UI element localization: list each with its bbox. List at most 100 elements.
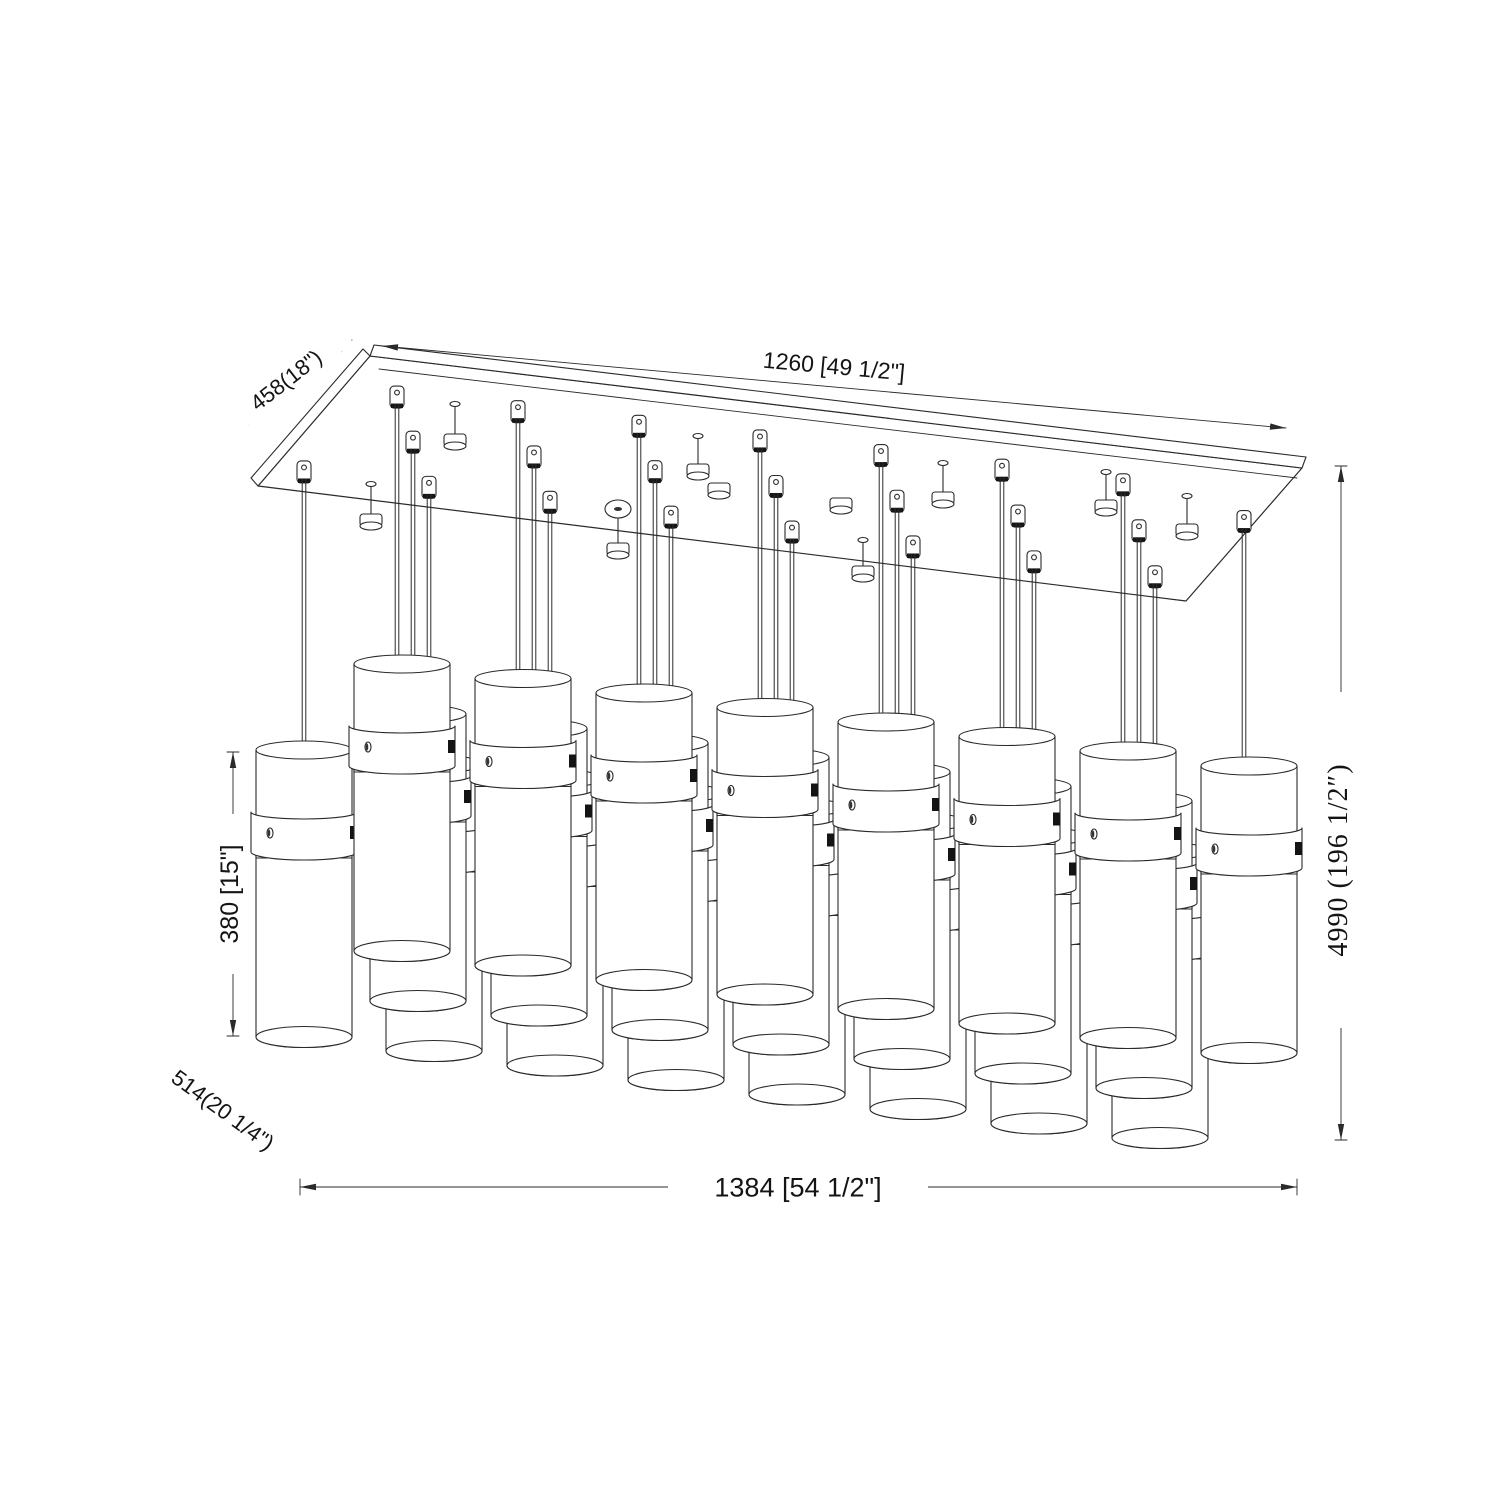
cord-grip (510, 400, 526, 424)
label-bg (1320, 692, 1354, 1028)
cable-cap-bottom (606, 550, 630, 560)
dimension-arrowhead (1337, 1124, 1345, 1140)
band-screw-left (485, 755, 493, 768)
band-screw-left-shade (1091, 830, 1095, 838)
band-screw-left-shade (728, 786, 732, 795)
cord-grip (1010, 504, 1026, 528)
cable-cap-bottom (851, 573, 875, 583)
dimension-arrowhead (300, 1183, 316, 1191)
pendant-shade (590, 683, 698, 992)
band-screw-left (1211, 843, 1219, 855)
cord-grip (421, 475, 437, 499)
band-screw-left (606, 770, 614, 782)
ring-anchor-dot (614, 507, 622, 511)
band-screw-left-shade (849, 801, 853, 809)
dim-fixture-length-label: 1384 [54 1/2"] (668, 1171, 928, 1203)
pendant-shade (832, 712, 940, 1021)
band-screw-right (464, 790, 471, 803)
label-bg (668, 1171, 928, 1203)
cord-grip (296, 460, 312, 484)
cord-grip (784, 520, 800, 544)
dimension-arrowhead (229, 752, 237, 768)
shade-height-text: 380 [15"] (216, 844, 244, 943)
band-screw-right (448, 740, 455, 753)
band-screw-left-shade (267, 829, 271, 837)
band-screw-left-shade (607, 772, 611, 780)
band-screw-left-shade (1212, 845, 1216, 853)
pendant-shade (711, 697, 819, 1006)
dim-canopy-length-label: 1260 [49 1/2"] (715, 340, 953, 392)
band-screw-right (811, 783, 818, 797)
cord-grip (1115, 473, 1131, 497)
cable-cap-bottom (443, 441, 467, 451)
dimension-arrowhead (1281, 1183, 1297, 1191)
label-bg (213, 814, 243, 974)
band-screw-right (706, 819, 713, 832)
label-bg (136, 1041, 310, 1179)
dimension-arrowhead (1269, 423, 1286, 430)
fixture-length-text: 1384 [54 1/2"] (714, 1172, 881, 1202)
cord-grip (405, 430, 421, 454)
cable-cap-bottom (1175, 531, 1199, 541)
cord-grip (526, 445, 542, 469)
band-screw-right (690, 769, 697, 782)
band-screw-right (948, 848, 955, 861)
dimension-line (381, 345, 1287, 429)
line-art (152, 339, 1348, 1196)
band-screw-left (848, 799, 856, 811)
canopy-left-edge (250, 348, 371, 487)
band-screw-right (569, 754, 576, 768)
band-screw-left (266, 827, 274, 839)
cord-grip (389, 385, 405, 409)
cord-grip (1131, 519, 1147, 543)
cord-grip (1147, 565, 1163, 589)
band-screw-right (1174, 827, 1181, 840)
band-screw-right (1069, 862, 1076, 876)
band-screw-left-shade (365, 743, 369, 751)
cord-grips (296, 385, 1252, 589)
fixture-depth-text: 514(20 1/4") (167, 1065, 279, 1156)
cord-grip (1026, 550, 1042, 574)
cord-grip (889, 489, 905, 513)
cable-cap-bottom (686, 471, 710, 481)
dim-fixture-depth-label: 514(20 1/4") (136, 1041, 310, 1179)
band-screw-right (932, 798, 939, 811)
stub-anchor (692, 432, 704, 440)
band-screw-right (1295, 842, 1302, 855)
pendant-shade (250, 740, 358, 1049)
overall-drop-text: 4990 (196 1/2″) (1323, 763, 1354, 956)
pendant-shade (348, 654, 456, 963)
band-screw-right (1190, 877, 1197, 890)
cord-grip (631, 414, 647, 438)
band-screw-right (585, 804, 592, 818)
dimension-arrowhead (1337, 466, 1345, 482)
cord-grip (542, 490, 558, 514)
stub-anchor (365, 480, 377, 488)
label-bg (217, 322, 354, 437)
cord-grip (768, 474, 784, 499)
pendant-shade (469, 668, 577, 977)
cord-grip (752, 429, 768, 453)
pendant-shade (1074, 741, 1182, 1050)
canopy-back-edge (369, 344, 1307, 469)
canopy-inner-line (378, 368, 1298, 479)
band-screw-left (727, 784, 735, 797)
dimension-arrowhead (229, 1020, 237, 1036)
band-screw-left-shade (486, 757, 490, 766)
stub-anchor (857, 536, 869, 544)
cable-cap-bottom (829, 505, 853, 515)
cord-grip (905, 535, 921, 559)
pendants (250, 654, 1303, 1150)
cord-grip (663, 505, 679, 529)
dim-shade-height-label: 380 [15"] (213, 814, 244, 974)
band-screw-right (827, 833, 834, 847)
cord-grip (647, 460, 663, 484)
band-screw-left (1090, 828, 1098, 840)
dim-overall-drop-label: 4990 (196 1/2″) (1320, 692, 1354, 1028)
cable-cap-bottom (707, 490, 731, 500)
canopy (250, 344, 1307, 602)
pendant-shade (953, 726, 1061, 1035)
stub-mounts (359, 400, 1199, 583)
